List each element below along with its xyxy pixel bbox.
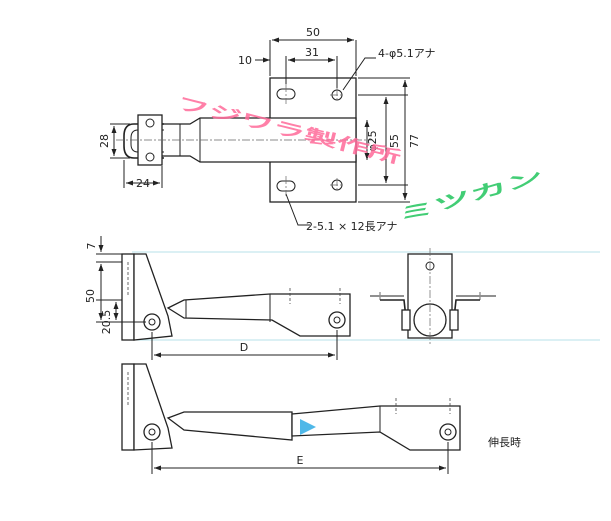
dim-edge-offset: 10 — [238, 54, 252, 67]
note-extended: 伸長時 — [488, 436, 521, 449]
note-slots: 2-5.1 × 12長アナ — [306, 220, 397, 233]
watermark-green: ミツカン — [396, 166, 546, 227]
side-view-extended: 伸長時 E — [121, 363, 521, 474]
side-arm — [133, 253, 173, 341]
dim-hole-pitch: 31 — [305, 46, 319, 59]
dim-side-height: 50 — [84, 289, 97, 303]
dim-length-extended: E — [297, 454, 304, 467]
dim-side-top: 7 — [85, 243, 98, 250]
top-view: 50 31 10 4-φ5.1アナ 55 77 φ25 28 24 2-5.1 … — [98, 26, 436, 233]
dim-side-pivot: 20.5 — [100, 310, 113, 335]
side-bracket — [121, 253, 135, 341]
dim-handle-width: 24 — [136, 177, 150, 190]
dim-length-closed: D — [240, 341, 248, 354]
end-view — [370, 248, 496, 346]
dim-tube-diameter: φ25 — [366, 130, 379, 151]
dim-handle-height: 28 — [98, 134, 111, 148]
dim-height-inner: 55 — [388, 134, 401, 148]
ext-arm — [133, 363, 173, 451]
handle-loop — [123, 123, 164, 159]
dim-height-total: 77 — [408, 134, 421, 148]
dim-top-width: 50 — [306, 26, 320, 39]
side-tube — [166, 293, 351, 337]
ext-bracket — [121, 363, 135, 451]
ext-tube-inner — [291, 405, 461, 451]
side-view-closed: 7 50 20.5 D — [84, 236, 600, 360]
note-holes: 4-φ5.1アナ — [378, 47, 436, 60]
